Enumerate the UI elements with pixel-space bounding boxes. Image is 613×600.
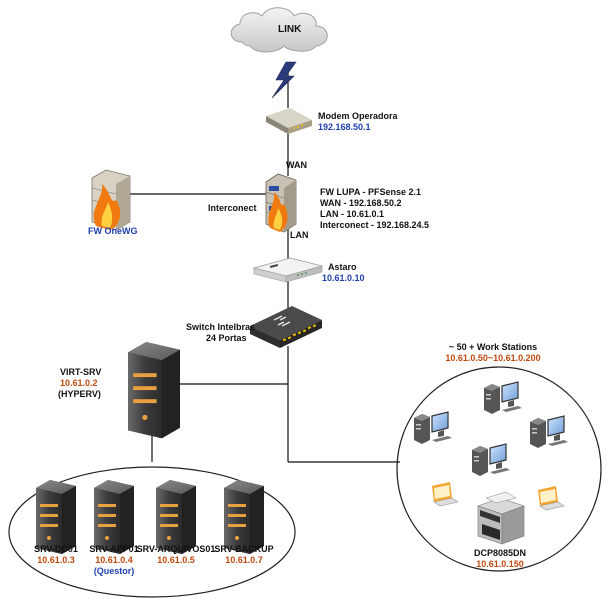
server-ip-backup: 10.61.0.7 [225,555,263,565]
workstation-icon [413,411,453,445]
fw-lupa-title: FW LUPA - PFSense 2.1 [320,187,422,197]
server-ip-app01: 10.61.0.4 [95,555,133,565]
server-icon-arquivos01 [156,480,196,554]
workstations-group-circle [396,366,602,572]
virt-srv-ip: 10.61.0.2 [60,378,98,388]
lightning-icon [271,61,297,99]
server-icon-app01 [94,480,134,554]
server-ip-dc01: 10.61.0.3 [37,555,75,565]
interconnect-link-label: Interconect [208,203,257,213]
virt-srv-server-icon [128,342,180,439]
server-name-backup: SRV-BACKUP [214,544,274,554]
workstation-icon [471,443,511,477]
connection-lines [130,66,400,463]
astaro-appliance-icon [252,257,324,283]
astaro-name: Astaro [328,262,357,272]
laptop-icon [431,481,459,507]
firewall-lupa-icon [265,173,297,233]
link-label: LINK [278,24,302,35]
fw-onewg-name: FW OneWG [88,226,138,236]
switch-name: Switch Intelbras [186,322,256,332]
modem-name: Modem Operadora [318,111,398,121]
virt-srv-role: (HYPERV) [58,389,101,399]
workstation-icon [529,415,569,449]
server-name-arquivos01: SRV-ARQUIVOS01 [136,544,216,554]
workstations-range: 10.61.0.50~10.61.0.200 [445,353,541,363]
server-icon-dc01 [36,480,76,554]
wan-link-label: WAN [286,160,307,170]
printer-name: DCP8085DN [473,548,527,558]
servers-group-ellipse [8,466,296,598]
astaro-ip: 10.61.0.10 [322,273,365,283]
switch-ports: 24 Portas [206,333,247,343]
cloud-icon [230,7,328,53]
virt-srv-name: VIRT-SRV [60,367,102,377]
fw-lupa-lan: LAN - 10.61.0.1 [320,209,385,219]
laptop-icon [537,485,565,511]
workstations-title: ~ 50 + Work Stations [448,342,538,352]
server-note-app01: (Questor) [93,566,135,576]
modem-ip: 192.168.50.1 [318,122,371,132]
printer-ip: 10.61.0.150 [476,559,524,569]
server-ip-arquivos01: 10.61.0.5 [157,555,195,565]
firewall-onewg-icon [91,169,131,231]
server-name-dc01: SRV-DC01 [34,544,78,554]
printer-icon [477,491,525,545]
fw-lupa-wan: WAN - 192.168.50.2 [320,198,402,208]
modem-icon [266,108,312,134]
switch-icon [250,306,322,348]
server-name-app01: SRV-APP01 [89,544,139,554]
fw-lupa-interconnect: Interconect - 192.168.24.5 [320,220,430,230]
server-icon-backup [224,480,264,554]
lan-link-label: LAN [290,230,309,240]
workstation-icon [483,381,523,415]
